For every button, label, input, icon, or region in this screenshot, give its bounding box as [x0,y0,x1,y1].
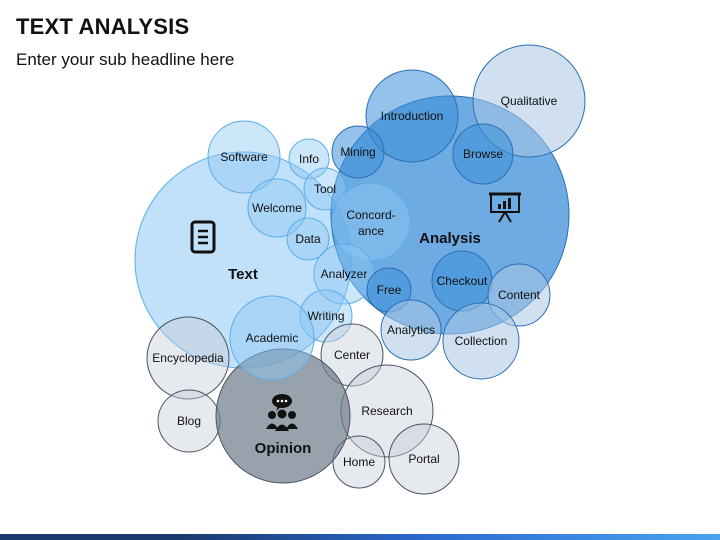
bubble-tool-label: Tool [314,182,336,196]
bubble-home-label: Home [343,455,375,469]
bubble-info-label: Info [299,152,319,166]
bubble-research-label: Research [361,404,412,418]
page-title: TEXT ANALYSIS [16,14,190,39]
bubble-writing-label: Writing [307,309,344,323]
bubble-mining-label: Mining [340,145,375,159]
bubble-welcome-circle [247,178,307,238]
bubble-introduction-circle [365,69,459,163]
bubble-software-label: Software [220,150,268,164]
footer-bar [0,534,720,540]
bubble-introduction-label: Introduction [381,109,444,123]
bubble-free-label: Free [377,283,402,297]
bubble-home-circle [332,435,386,489]
hub-analysis-label: Analysis [419,230,481,247]
bubble-encyclopedia-label: Encyclopedia [152,351,224,365]
bubble-checkout-label: Checkout [437,274,488,288]
bubble-qualitative-label: Qualitative [501,94,558,108]
bubble-portal-label: Portal [408,452,439,466]
bubble-browse-circle [452,123,514,185]
bubble-academic-label: Academic [246,331,299,345]
page-subtitle: Enter your sub headline here [16,50,235,69]
hub-opinion-label: Opinion [255,440,312,457]
bubble-software-circle [207,120,281,194]
group-chat-icon [266,394,298,431]
bubble-collection-circle [442,302,520,380]
bubble-analyzer-label: Analyzer [321,267,368,281]
bubble-data-circle [286,217,330,261]
document-icon [190,220,216,254]
bubble-analytics-label: Analytics [387,323,435,337]
bubble-circles [134,44,586,495]
bubble-center-circle [320,323,384,387]
bubble-portal-circle [388,423,460,495]
bubble-tool-circle [303,167,347,211]
bubble-academic-circle [229,295,315,381]
bubble-blog-label: Blog [177,414,201,428]
bubble-analytics-circle [380,299,442,361]
bubble-encyclopedia-circle [146,316,230,400]
bubble-welcome-label: Welcome [252,201,302,215]
bubble-center-label: Center [334,348,370,362]
bubble-data-label: Data [295,232,321,246]
bubble-concordance-label: Concord-ance [346,208,395,238]
bubble-browse-label: Browse [463,147,503,161]
bubble-qualitative-circle [472,44,586,158]
bubble-mining-circle [331,125,385,179]
bubble-content-label: Content [498,288,541,302]
presentation-chart-icon [489,192,521,223]
bubble-collection-label: Collection [455,334,508,348]
hub-text-label: Text [228,266,258,283]
